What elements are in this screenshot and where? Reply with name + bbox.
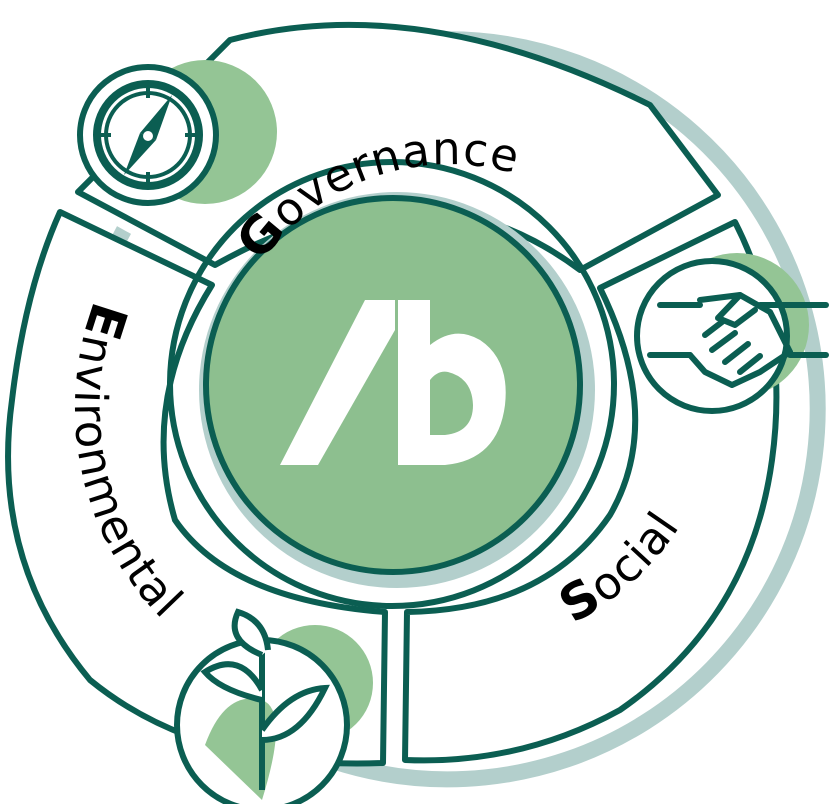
center-logo [203,195,583,575]
compass-icon [93,80,203,190]
handshake-icon [647,292,829,388]
compass-badge [77,60,277,206]
ab-monogram-icon [280,300,506,465]
handshake-badge [634,253,829,414]
leaf-badge [174,608,373,809]
leaf-plant-icon [200,608,330,800]
